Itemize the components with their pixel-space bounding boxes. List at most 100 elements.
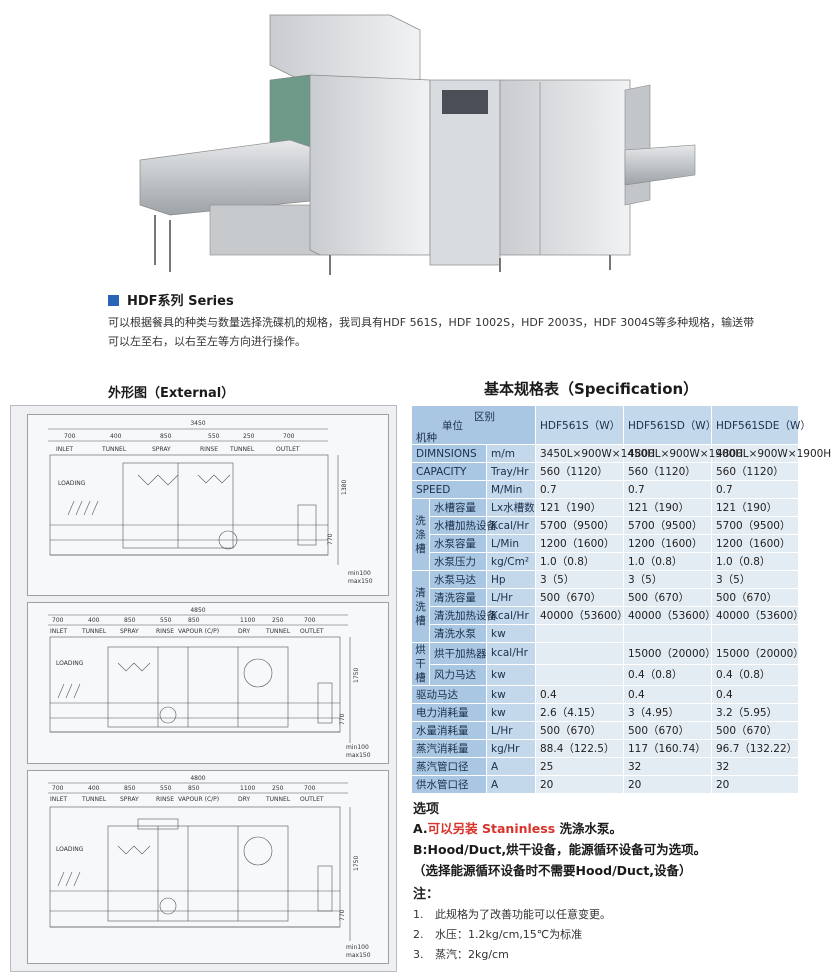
spec-row-value: 560（1120） (535, 462, 624, 481)
spec-row-label: 烘干加热器 (429, 642, 487, 665)
spec-row-value: 5700（9500） (535, 516, 624, 535)
options-title: 选项 (413, 802, 440, 817)
series-title-text: HDF系列 Series (127, 294, 234, 309)
dishwasher-machine-image (130, 10, 700, 280)
spec-row-value: 2.6（4.15） (535, 703, 624, 722)
spec-row-value: 500（670） (711, 588, 799, 607)
spec-row-unit: Tray/Hr (486, 462, 536, 481)
drawing1-dim: 700 (64, 433, 76, 440)
spec-row-value: 25 (535, 757, 624, 776)
spec-row-value: 3450L×900W×1450H (535, 444, 655, 463)
drawing3-dim: 250 (272, 785, 284, 792)
spec-header-danwei: 单位 (442, 420, 463, 432)
drawing3-dims: 700 400 850 550 850 1100 250 700 (52, 785, 316, 792)
spec-row-value: 20 (535, 775, 624, 794)
drawing3-dim: 700 (304, 785, 316, 792)
drawing2-dims: 700 400 850 550 850 1100 250 700 (52, 617, 316, 624)
spec-row-unit: Hp (486, 570, 536, 589)
spec-row-unit: M/Min (486, 480, 536, 499)
drawing1-dims: 700 400 850 550 250 700 (64, 433, 295, 440)
spec-row-value: 0.4 (711, 685, 799, 704)
spec-row-unit: A (486, 775, 536, 794)
spec-row-value (535, 624, 624, 643)
spec-row-value: 1.0（0.8） (623, 552, 712, 571)
spec-table: 区别 单位 机种 HDF561S（W） HDF561SD（W） HDF561SD… (411, 405, 831, 794)
spec-row-value: 500（670） (711, 721, 799, 740)
spec-row-label: 水泵容量 (429, 534, 487, 553)
spec-header-row: 区别 单位 机种 HDF561S（W） HDF561SD（W） HDF561SD… (411, 405, 811, 445)
drawing2-height2: 770 (339, 713, 346, 725)
spec-header-corner: 区别 单位 机种 (411, 405, 536, 445)
spec-row-value: 0.7 (623, 480, 712, 499)
drawing2-section: RINSE (156, 628, 174, 635)
spec-row-unit: kcal/Hr (486, 642, 536, 665)
spec-row-value (711, 624, 799, 643)
note-num: 3. (413, 948, 424, 961)
spec-row-value: 0.4 (535, 685, 624, 704)
spec-row-label: 水泵马达 (429, 570, 487, 589)
spec-row-value: 3（5） (535, 570, 624, 589)
spec-row-value: 121（190） (535, 498, 624, 517)
spec-row-label: 清洗加热设备 (429, 606, 497, 625)
drawing3-section: TUNNEL (265, 796, 291, 803)
drawing3-section: TUNNEL (81, 796, 107, 803)
drawing2-max: max150 (346, 752, 371, 759)
spec-row-label: CAPACITY (411, 462, 487, 481)
option-a-rest: 洗涤水泵。 (555, 821, 623, 836)
drawing3-height1: 1750 (353, 856, 360, 871)
drawing1-section: SPRAY (152, 446, 171, 453)
drawing3-dim: 850 (124, 785, 136, 792)
spec-header-quyu: 区别 (474, 411, 495, 423)
drawing1-dim: 550 (208, 433, 220, 440)
spec-row-value: 121（190） (623, 498, 712, 517)
drawing2-total: 4850 (190, 607, 205, 614)
drawing-hdf561sde: 4800 700 400 850 550 850 1100 250 700 IN… (27, 770, 389, 964)
note-text: 水压：1.2kg/cm,15℃为标准 (435, 928, 583, 941)
series-title: HDF系列 Series (108, 290, 234, 309)
drawing1-height2: 770 (327, 533, 334, 545)
spec-row-value: 560（1120） (711, 462, 799, 481)
spec-row-value: 0.7 (535, 480, 624, 499)
spec-row-value: 32 (711, 757, 799, 776)
drawing3-section: OUTLET (300, 796, 324, 803)
drawing3-loading: LOADING (56, 846, 84, 853)
spec-row-value (623, 624, 712, 643)
drawing1-height1: 1380 (341, 480, 348, 495)
blue-square-icon (108, 295, 119, 306)
spec-row-label: 水槽容量 (429, 498, 487, 517)
spec-row-value: 20 (711, 775, 799, 794)
drawing1-section: INLET (56, 446, 73, 453)
option-a-prefix: A. (413, 821, 428, 836)
spec-row-value: 500（670） (623, 721, 712, 740)
spec-row-value: 1.0（0.8） (535, 552, 624, 571)
spec-row-value: 3.2（5.95） (711, 703, 799, 722)
drawing3-min: min100 (346, 944, 369, 951)
spec-row-unit: kg/Cm² (486, 552, 536, 571)
drawing2-section: TUNNEL (265, 628, 291, 635)
drawing1-section: RINSE (200, 446, 218, 453)
drawing1-total: 3450 (190, 420, 205, 427)
drawing3-section: INLET (50, 796, 67, 803)
spec-row-unit: L/Min (486, 534, 536, 553)
drawing3-section: DRY (238, 796, 250, 803)
drawing2-dim: 850 (124, 617, 136, 624)
spec-group-rinse: 清洗槽 (411, 570, 430, 643)
spec-row-value: 5700（9500） (711, 516, 799, 535)
spec-row-value: 40000（53600） (711, 606, 804, 625)
spec-row-value: 0.4 (623, 685, 712, 704)
spec-row-label: 水槽加热设备 (429, 516, 497, 535)
spec-row-label: 蒸汽消耗量 (411, 739, 487, 758)
spec-row-unit: kw (486, 624, 536, 643)
spec-row-value: 121（190） (711, 498, 799, 517)
drawing2-dim: 700 (304, 617, 316, 624)
spec-row-value: 88.4（122.5） (535, 739, 624, 758)
drawing2-dim: 250 (272, 617, 284, 624)
